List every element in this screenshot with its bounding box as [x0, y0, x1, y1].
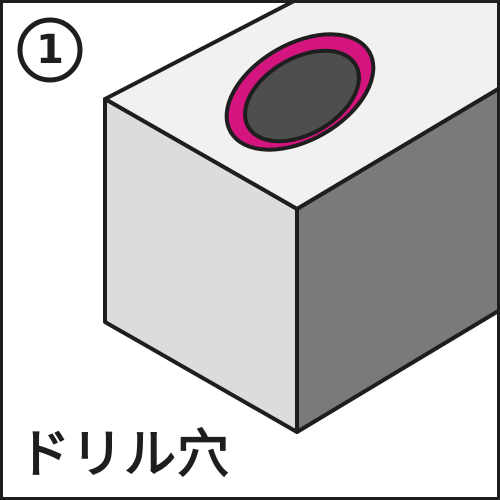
caption-label: ドリル穴: [18, 425, 231, 485]
step-marker-circle: [17, 17, 83, 83]
drill-hole-bore: [243, 48, 361, 144]
block-side-face: [295, 86, 500, 434]
step-number-label: 1: [36, 27, 64, 73]
